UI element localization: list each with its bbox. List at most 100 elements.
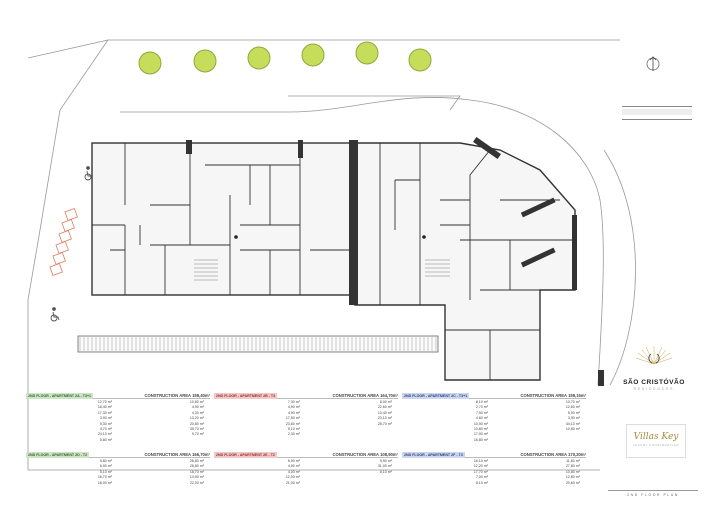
area-row: 16,80 m² [473,437,488,442]
area-row: 17,50 m² [285,416,300,421]
summary-row [622,111,692,112]
area-row: 20,80 m² [189,421,204,426]
area-row: 4,90 m² [287,405,300,410]
area-row: 8,00 m² [379,400,392,404]
area-row: 5,80 m² [99,437,112,442]
brand-name: SÃO CRISTÓVÃO [623,379,685,386]
area-row: 4,70 m² [99,427,112,432]
area-row: 5,30 m² [99,421,112,426]
area-row: 23,60 m² [285,421,300,426]
area-row: 44,10 m² [565,421,580,426]
tree-icon [408,48,432,72]
partner-subtitle: LUXURY CONSTRUCTION [633,443,679,447]
area-row: 18,40 m² [97,405,112,410]
area-row: 10,90 m² [473,421,488,426]
terrace-railing [77,335,439,353]
construction-area: CONSTRUCTION AREA 198,40m² [144,392,210,398]
area-row: 7,30 m² [287,400,300,404]
area-row: 13,40 m² [377,410,392,415]
area-row: 10,80 m² [473,427,488,432]
area-row: 12,70 m² [97,400,112,404]
area-row: 28,70 m² [377,421,392,426]
tree-icon [138,51,162,75]
area-row: 35,70 m² [189,427,204,432]
area-row: 22,60 m² [377,405,392,410]
apartment-area-table: 2ND FLOOR - APARTMENT 2B - T3 CONSTRUCTI… [214,392,398,438]
summary-row [622,112,692,113]
area-row: 12,60 m² [565,405,580,410]
floor-plan-label: 2ND FLOOR PLAN [608,490,698,497]
summary-title [622,106,692,107]
area-row: 4,00 m² [287,469,300,474]
summary-row [622,113,692,114]
area-row: 20,60 m² [565,480,580,485]
tree-icon [301,43,325,67]
area-row: 5,10 m² [99,469,112,474]
area-row: 28,80 m² [189,464,204,469]
summary-total [622,119,692,120]
area-row: 7,00 m² [475,475,488,480]
area-row: 5,90 m² [379,459,392,463]
area-row: 10,80 m² [565,469,580,474]
area-row: 3,90 m² [567,416,580,421]
tree-icon [193,49,217,73]
apartment-header: 2ND FLOOR - APARTMENT 2E - T2 CONSTRUCTI… [214,451,398,458]
building-right [353,136,604,386]
apartment-label: 2ND FLOOR - APARTMENT 2B - T3 [214,392,278,399]
area-row: 17,70 m² [473,469,488,474]
partner-logo: Villas Key LUXURY CONSTRUCTION [626,424,686,458]
area-row: 22,00 m² [189,480,204,485]
area-row: 2,70 m² [475,405,488,410]
apartment-header: 2ND FLOOR - APARTMENT 2A - T3+1 CONSTRUC… [26,392,210,399]
area-row: 4,30 m² [191,410,204,415]
building-left [91,140,355,305]
area-row: 26,80 m² [189,459,204,463]
apartment-header: 2ND FLOOR - APARTMENT 2B - T3 CONSTRUCTI… [214,392,398,399]
area-row: 4,90 m² [287,464,300,469]
area-row: 13,20 m² [189,416,204,421]
apartment-area-table: 2ND FLOOR - APARTMENT 2A - T3+1 CONSTRUC… [26,392,210,443]
area-row: 12,20 m² [473,464,488,469]
apartment-header: 2ND FLOOR - APARTMENT 2C - T3+1 CONSTRUC… [402,392,586,399]
brand-logo: SÃO CRISTÓVÃO RESIDENCES [622,344,686,391]
area-row: 8,10 m² [475,400,488,404]
area-row: 4,90 m² [287,410,300,415]
area-row: 10,80 m² [565,427,580,432]
area-row: 8,10 m² [379,469,392,474]
area-row: 17,30 m² [97,410,112,415]
area-row: 5,80 m² [99,459,112,463]
area-row: 21,00 m² [285,480,300,485]
site-boundary [27,39,636,471]
area-row: 24,10 m² [97,432,112,437]
apartment-area-table: 2ND FLOOR - APARTMENT 2E - T2 CONSTRUCTI… [214,451,398,486]
apartment-label: 2ND FLOOR - APARTMENT 2C - T3+1 [402,392,470,399]
construction-area: CONSTRUCTION AREA 164,70m² [332,392,398,398]
construction-area: CONSTRUCTION AREA 198,15m² [520,392,586,398]
area-row: 16,00 m² [97,480,112,485]
apartment-area-table: 2ND FLOOR - APARTMENT 2F - T3 CONSTRUCTI… [402,451,586,486]
summary-row [622,110,692,111]
area-row: 16,70 m² [97,475,112,480]
area-row: 10,80 m² [189,400,204,404]
area-row: 8,10 m² [475,480,488,485]
construction-area: CONSTRUCTION AREA 166,70m² [144,451,210,457]
area-row: 5,90 m² [567,410,580,415]
area-row: 6,90 m² [99,464,112,469]
apartment-label: 2ND FLOOR - APARTMENT 2E - T2 [214,451,277,458]
area-row: 27,80 m² [565,464,580,469]
area-row: 7,90 m² [475,410,488,415]
summary-row [622,109,692,110]
summary-row [622,114,692,115]
area-row: 14,90 m² [189,475,204,480]
construction-area: CONSTRUCTION AREA 170,20m² [520,451,586,457]
area-row: 12,00 m² [285,475,300,480]
